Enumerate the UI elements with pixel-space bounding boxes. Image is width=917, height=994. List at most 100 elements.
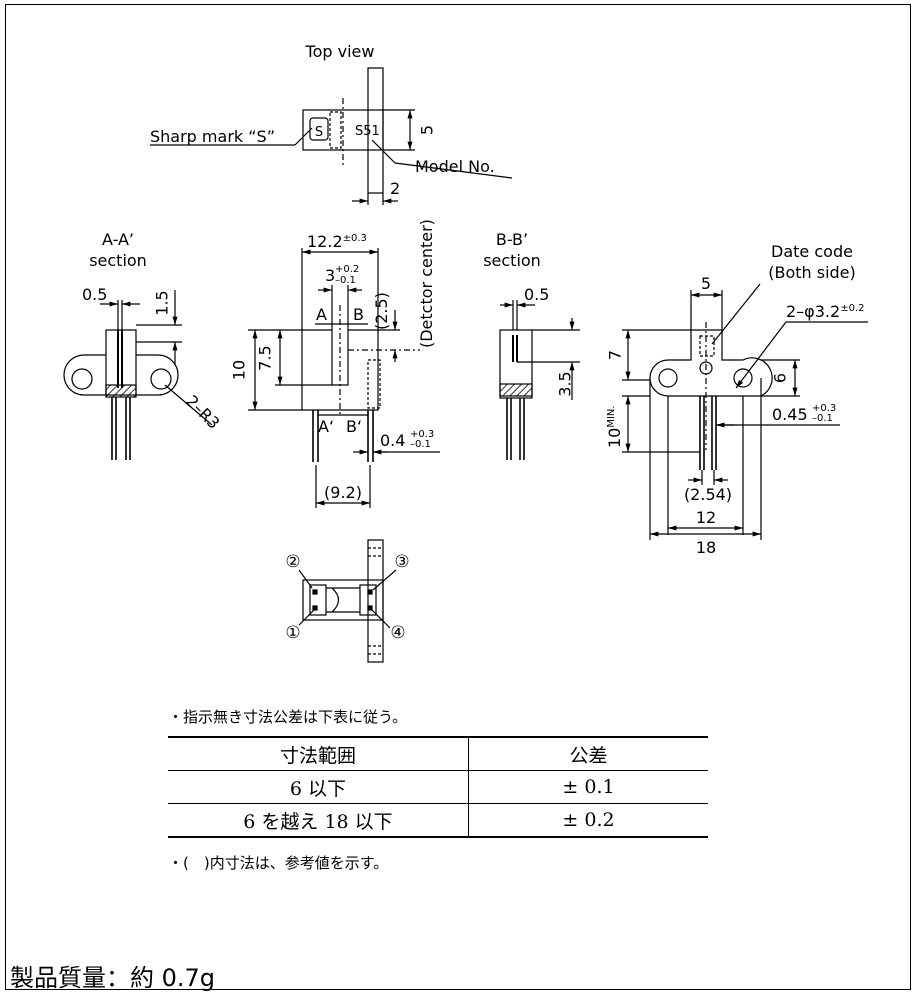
aa-radius: 2–R3 bbox=[182, 391, 223, 432]
sharp-mark-emblem bbox=[309, 117, 329, 141]
pin-1-marker: ① bbox=[285, 623, 300, 643]
section-bb-title: B-B’ bbox=[496, 230, 528, 249]
dim-12-2: 12.2±0.3 bbox=[307, 232, 367, 251]
mount-hole bbox=[150, 368, 172, 390]
pin-pad bbox=[359, 584, 377, 616]
leader-line bbox=[372, 569, 397, 591]
side-dim-18: 18 bbox=[696, 538, 716, 557]
pin-pad bbox=[309, 584, 327, 616]
table-cell: ± 0.2 bbox=[562, 809, 615, 831]
side-dim-7: 7 bbox=[606, 350, 625, 360]
date-code-sub-label: (Both side) bbox=[768, 263, 856, 282]
pin bbox=[312, 605, 318, 611]
section-body bbox=[499, 329, 533, 399]
section-aa-subtitle: section bbox=[89, 251, 147, 270]
leader-line bbox=[371, 139, 396, 164]
side-dim-0-45-tol-minus: –0.1 bbox=[812, 413, 833, 424]
lens-curve bbox=[331, 587, 340, 613]
slot-hidden bbox=[329, 111, 342, 149]
date-code-label: Date code bbox=[771, 242, 853, 261]
detector-center: (Detctor center) bbox=[417, 219, 436, 348]
hatched-section bbox=[105, 384, 137, 398]
bottom-view: ② ③ ① ④ bbox=[285, 539, 410, 663]
side-dim-10: 10MIN. bbox=[605, 405, 624, 448]
tolerance-table: 寸法範囲 公差 6 以下 ± 0.1 6 を越え 18 以下 ± 0.2 bbox=[168, 736, 708, 838]
pin bbox=[312, 589, 318, 595]
side-dim-6: 6 bbox=[771, 373, 790, 383]
section-aa-title: A-A’ bbox=[102, 230, 134, 249]
pin-4-marker: ④ bbox=[390, 623, 405, 643]
hidden-slot bbox=[699, 335, 715, 357]
product-weight: 製品質量：約 0.7g bbox=[10, 964, 216, 992]
front-view: 12.2±0.3 3 +0.2 –0.1 A B (2.5) (Detctor … bbox=[230, 219, 440, 508]
table-header-cell: 寸法範囲 bbox=[168, 737, 469, 771]
leader-line bbox=[298, 609, 315, 626]
side-view: Date code (Both side) 5 2–φ3.2±0.2 7 6 1… bbox=[605, 242, 868, 557]
hole-spec-value: 2–φ3.2 bbox=[786, 302, 840, 321]
leader-arrow bbox=[735, 321, 787, 389]
mount-hole bbox=[658, 368, 678, 388]
dim-7-5: 7.5 bbox=[256, 345, 275, 370]
leader-line bbox=[371, 609, 391, 629]
dim-0-4-tol-plus: +0.3 bbox=[410, 429, 434, 440]
table-cell: 6 を越え 18 以下 bbox=[168, 803, 469, 837]
dim-3: 3 bbox=[325, 266, 335, 285]
reference-note: ・( )内寸法は、参考値を示す。 bbox=[168, 854, 389, 872]
leader-line bbox=[294, 127, 313, 146]
label-a-prime: A‘ bbox=[318, 417, 334, 436]
pin bbox=[367, 605, 373, 611]
dim-9-2: (9.2) bbox=[324, 483, 362, 502]
leader-line bbox=[298, 569, 313, 589]
dim-2: 2 bbox=[390, 179, 400, 198]
dim-12-2-tol: ±0.3 bbox=[343, 233, 367, 244]
dim-10: 10 bbox=[230, 360, 249, 380]
leader-line bbox=[394, 162, 513, 179]
hatched-section bbox=[499, 383, 533, 397]
side-dim-10-value: 10 bbox=[605, 428, 624, 448]
bottom-body bbox=[302, 579, 384, 621]
dim-5: 5 bbox=[418, 125, 437, 135]
hole-spec: 2–φ3.2±0.2 bbox=[786, 302, 864, 321]
aa-dim-1-5: 1.5 bbox=[153, 290, 172, 315]
table-row: 6 を越え 18 以下 ± 0.2 bbox=[168, 803, 708, 837]
model-no-label: Model No. bbox=[415, 157, 495, 176]
pin-3-marker: ③ bbox=[394, 552, 409, 572]
aa-dim-0-5: 0.5 bbox=[82, 285, 107, 304]
label-a: A bbox=[316, 305, 327, 324]
sharp-s-logo: S bbox=[315, 125, 323, 140]
side-dim-5: 5 bbox=[701, 274, 711, 293]
top-view: Top view S S51 Sharp mark “S” 5 Model No… bbox=[150, 42, 513, 205]
dim-12-2-value: 12.2 bbox=[307, 232, 343, 251]
leader-line bbox=[711, 283, 761, 345]
tolerance-note: ・指示無き寸法公差は下表に従う。 bbox=[168, 708, 408, 726]
pin bbox=[367, 589, 373, 595]
dim-0-4: 0.4 bbox=[380, 431, 405, 450]
bb-dim-3-5: 3.5 bbox=[556, 371, 575, 396]
dim-2-5: (2.5) bbox=[372, 292, 391, 330]
section-aa: A-A’ section 0.5 1.5 2–R3 bbox=[63, 230, 224, 460]
side-dim-0-45-tol-plus: +0.3 bbox=[812, 403, 836, 414]
side-body bbox=[649, 329, 773, 397]
dim-0-4-tol-minus: –0.1 bbox=[410, 439, 431, 450]
mount-hole bbox=[71, 368, 93, 390]
table-header-cell: 公差 bbox=[569, 744, 608, 767]
drawing-frame bbox=[5, 4, 911, 990]
dim-3-tol-plus: +0.2 bbox=[335, 264, 359, 275]
section-bb-subtitle: section bbox=[483, 251, 541, 270]
side-dim-2-54: (2.54) bbox=[684, 485, 732, 504]
table-cell: ± 0.1 bbox=[562, 776, 615, 798]
table-row: 6 以下 ± 0.1 bbox=[168, 770, 708, 804]
pin-2-marker: ② bbox=[285, 552, 300, 572]
leader-line bbox=[164, 384, 213, 426]
hidden-flange bbox=[367, 359, 381, 409]
top-view-title: Top view bbox=[305, 42, 375, 61]
table-header-row: 寸法範囲 公差 bbox=[168, 737, 708, 771]
mount-ear-right bbox=[136, 354, 179, 396]
model-marking: S51 bbox=[355, 124, 380, 139]
side-dim-0-45: 0.45 bbox=[772, 405, 808, 424]
label-b: B bbox=[353, 305, 364, 324]
label-b-prime: B‘ bbox=[346, 417, 362, 436]
mount-ear-left bbox=[63, 354, 106, 396]
bb-dim-0-5: 0.5 bbox=[524, 285, 549, 304]
